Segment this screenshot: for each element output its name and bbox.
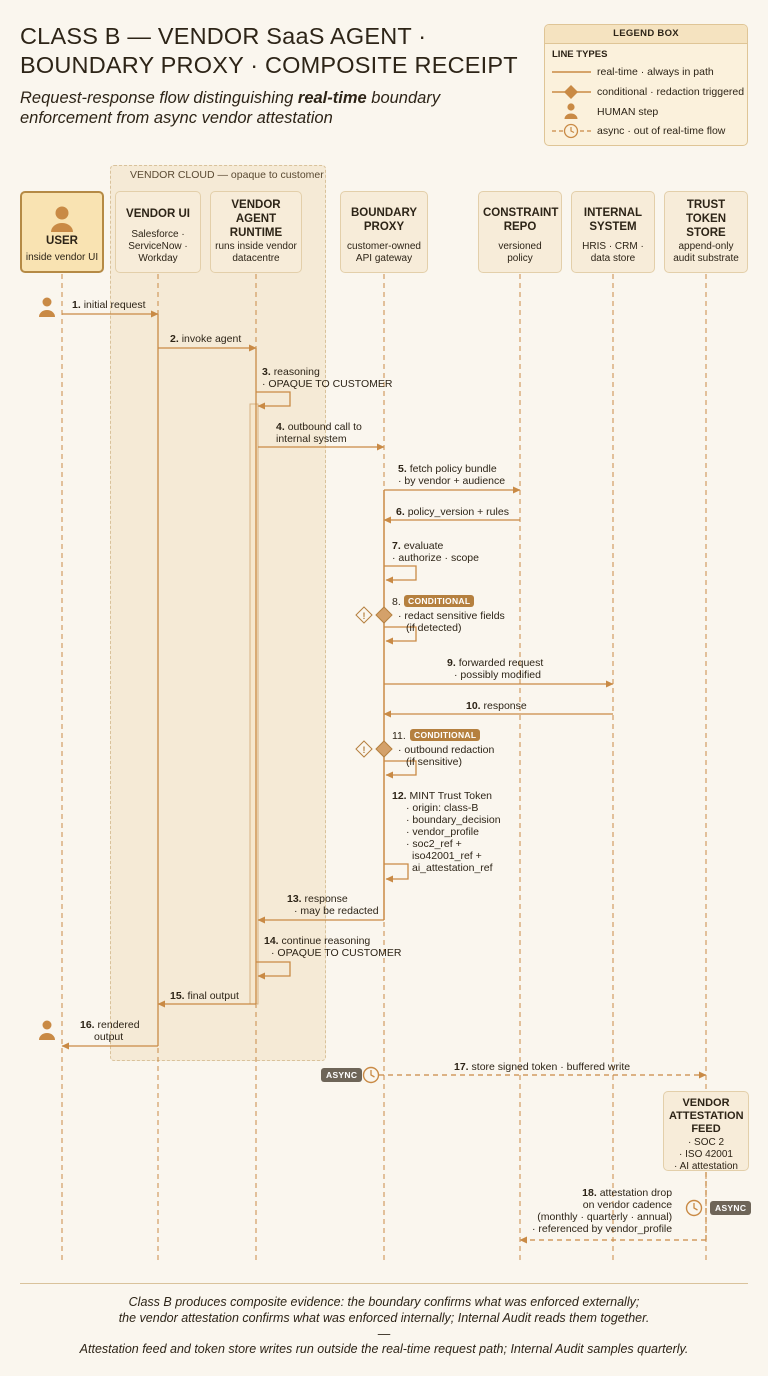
svg-text:!: ! xyxy=(363,745,366,755)
clock-icon-17 xyxy=(362,1066,380,1084)
activation-bars xyxy=(249,403,259,1005)
actor-internal-system: INTERNAL SYSTEM HRIS · CRM · data store xyxy=(571,191,655,273)
footer-line-2: the vendor attestation confirms what was… xyxy=(118,1311,650,1325)
actor-constraint-repo: CONSTRAINT REPO versioned policy xyxy=(478,191,562,273)
legend-symbols xyxy=(552,71,591,139)
feed-item-soc2: · SOC 2 xyxy=(687,1137,725,1148)
footer-line-1: Class B produces composite evidence: the… xyxy=(128,1295,640,1309)
actor-agent-sub: runs inside vendor datacentre xyxy=(215,241,297,264)
actor-boundary-proxy: BOUNDARY PROXY customer-owned API gatewa… xyxy=(340,191,428,273)
subtitle-bold: real-time xyxy=(297,89,367,107)
user-person-icon xyxy=(51,206,73,232)
legend-row-realtime: real-time · always in path xyxy=(597,66,714,78)
message-arrows xyxy=(61,310,707,1244)
human-icon-start xyxy=(39,297,55,317)
msg-13: 13. response· may be redacted xyxy=(287,893,379,917)
msg-11-num: 11. xyxy=(392,730,406,742)
feed-item-ai: · AI attestation xyxy=(674,1161,738,1172)
footer-line-3: Attestation feed and token store writes … xyxy=(79,1342,689,1356)
legend-row-async: async · out of real-time flow xyxy=(597,125,726,137)
subtitle-text-1: Request-response flow distinguishing xyxy=(20,89,298,107)
msg-9: 9. forwarded request· possibly modified xyxy=(447,657,544,681)
actor-trust-token-store: TRUST TOKEN STORE append-only audit subs… xyxy=(664,191,748,273)
actor-internal-sub: HRIS · CRM · data store xyxy=(582,241,644,264)
legend-title: LEGEND BOX xyxy=(545,25,747,44)
feed-item-iso: · ISO 42001 xyxy=(679,1149,733,1160)
msg-10: 10. response xyxy=(466,700,527,712)
msg-6: 6. policy_version + rules xyxy=(396,506,509,518)
warning-diamond-icon xyxy=(355,740,373,758)
async-badge-18: ASYNC xyxy=(710,1201,752,1215)
actor-internal-name: INTERNAL SYSTEM xyxy=(583,207,643,233)
legend-clock-icon xyxy=(563,123,579,139)
arrow-3 xyxy=(256,391,291,410)
msg-8: · redact sensitive fields(if detected) xyxy=(398,610,505,634)
msg-2: 2. invoke agent xyxy=(170,333,242,345)
async-badge-17: ASYNC xyxy=(321,1068,363,1082)
arrow-7 xyxy=(384,565,417,584)
page-title: CLASS B — VENDOR SaaS AGENT · BOUNDARY P… xyxy=(20,22,518,80)
actor-vendor-ui-sub: Salesforce · ServiceNow · Workday xyxy=(128,229,188,264)
actor-user: USER inside vendor UI xyxy=(20,191,104,273)
msg-8-num: 8. xyxy=(392,596,401,608)
msg-11: · outbound redaction(if sensitive) xyxy=(398,744,495,768)
agent-activation-bar xyxy=(249,403,259,1005)
actor-agent-name: VENDOR AGENT RUNTIME xyxy=(229,199,283,239)
legend-row-human: HUMAN step xyxy=(597,106,659,118)
footer-separator: — xyxy=(377,1327,391,1341)
actor-vendor-agent-runtime: VENDOR AGENT RUNTIME runs inside vendor … xyxy=(210,191,302,273)
conditional-marker-11: ! xyxy=(355,740,393,758)
warning-diamond-icon xyxy=(355,606,373,624)
footer-divider xyxy=(20,1283,748,1284)
msg-14: 14. continue reasoning· OPAQUE TO CUSTOM… xyxy=(264,935,402,959)
clock-icon-18 xyxy=(685,1199,703,1217)
human-icon-end xyxy=(39,1020,55,1040)
legend-box: LEGEND BOX LINE TYPES real-time · always… xyxy=(544,24,748,146)
arrow-14 xyxy=(256,961,291,980)
arrow-8 xyxy=(384,626,417,645)
actor-vendor-ui-name: VENDOR UI xyxy=(126,208,190,220)
actor-user-sub: inside vendor UI xyxy=(25,252,99,263)
page-subtitle: Request-response flow distinguishing rea… xyxy=(20,88,460,128)
title-line-1: CLASS B — VENDOR SaaS AGENT · xyxy=(20,23,427,49)
title-line-2: BOUNDARY PROXY · COMPOSITE RECEIPT xyxy=(20,52,518,78)
actor-proxy-sub: customer-owned API gateway xyxy=(347,241,421,264)
svg-text:!: ! xyxy=(363,611,366,621)
actor-token-name: TRUST TOKEN STORE xyxy=(685,199,727,239)
msg-17: 17. store signed token · buffered write xyxy=(454,1061,631,1073)
actor-vendor-ui: VENDOR UI Salesforce · ServiceNow · Work… xyxy=(115,191,201,273)
conditional-diamond-icon xyxy=(375,740,393,758)
legend-diamond-icon xyxy=(564,85,578,99)
msg-12: 12. MINT Trust Token· origin: class-B· b… xyxy=(392,790,501,874)
legend-human-icon xyxy=(564,103,578,119)
msg-7: 7. evaluate· authorize · scope xyxy=(392,540,479,564)
conditional-badge-11: CONDITIONAL xyxy=(410,729,481,741)
conditional-marker-8: ! xyxy=(355,606,393,624)
vendor-cloud-label: VENDOR CLOUD — opaque to customer xyxy=(130,169,324,181)
msg-5: 5. fetch policy bundle· by vendor + audi… xyxy=(398,463,506,487)
msg-1: 1. initial request xyxy=(72,299,146,311)
msg-3: 3. reasoning· OPAQUE TO CUSTOMER xyxy=(262,366,393,390)
actor-proxy-name: BOUNDARY PROXY xyxy=(350,207,418,233)
actor-repo-name: CONSTRAINT REPO xyxy=(483,207,559,233)
subtitle-text-2: boundary enforcement from async vendor a… xyxy=(20,89,441,127)
actor-user-name: USER xyxy=(46,235,78,247)
feed-name: VENDOR ATTESTATION FEED xyxy=(669,1097,744,1135)
legend-row-conditional: conditional · redaction triggered xyxy=(597,86,745,98)
conditional-badge-8: CONDITIONAL xyxy=(404,595,475,607)
actor-token-sub: append-only audit substrate xyxy=(673,241,739,264)
conditional-diamond-icon xyxy=(375,606,393,624)
legend-subtitle: LINE TYPES xyxy=(552,49,608,60)
actor-repo-sub: versioned policy xyxy=(498,241,542,264)
arrow-12 xyxy=(384,863,409,883)
vendor-attestation-feed: VENDOR ATTESTATION FEED · SOC 2 · ISO 42… xyxy=(663,1091,749,1172)
msg-15: 15. final output xyxy=(170,990,239,1002)
arrow-11 xyxy=(384,760,417,779)
